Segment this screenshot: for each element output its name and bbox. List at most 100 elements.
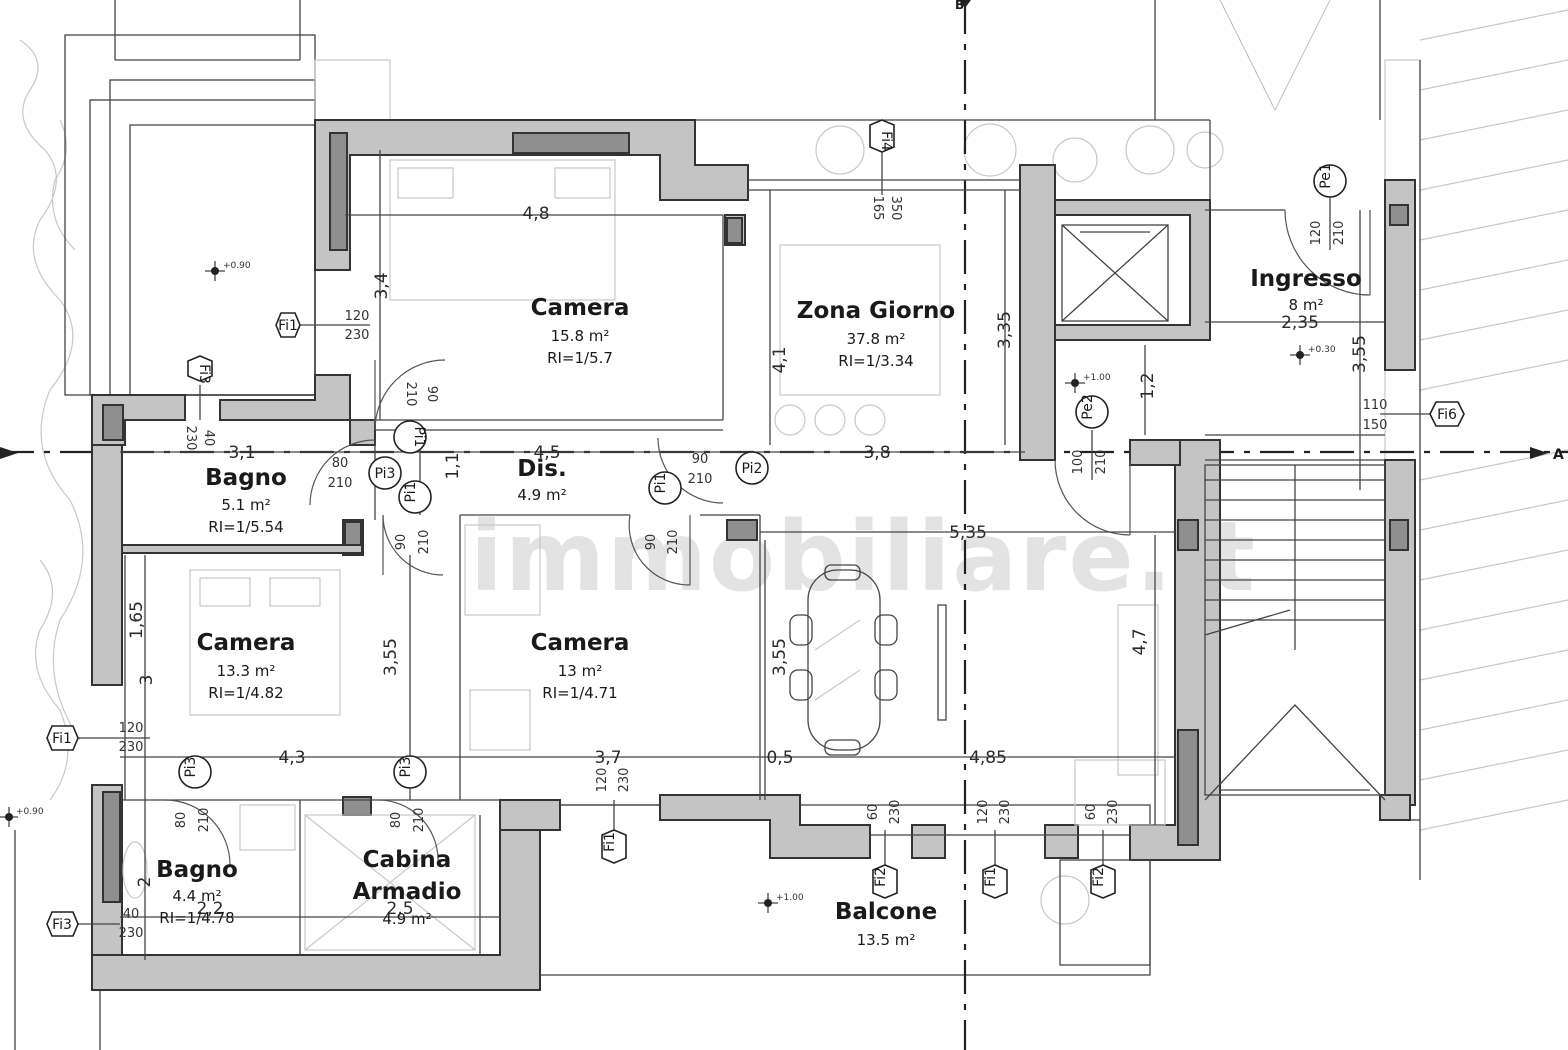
dimension-label: 2,5 (386, 899, 413, 919)
dimension-label: 3,4 (372, 272, 392, 299)
dimension-label: 4,1 (770, 346, 790, 373)
room-area: 13.5 m² (857, 931, 916, 949)
dimension-label: 3,1 (228, 443, 255, 463)
dimension-label: 4,7 (1130, 628, 1150, 655)
opening-height: 230 (888, 800, 903, 825)
section-mark-b: B (955, 0, 964, 12)
dimension-label: 3,35 (995, 311, 1015, 349)
opening-height: 210 (412, 808, 427, 833)
dimension-label: 4,85 (969, 748, 1007, 768)
dimension-label: 4,8 (522, 204, 549, 224)
dimension-label: 1,2 (1138, 372, 1158, 399)
opening-tag: Pi3 (183, 757, 199, 778)
room-name: Cabina (363, 847, 452, 873)
opening-width: 60 (866, 804, 881, 821)
room-name: Camera (531, 630, 630, 656)
opening-tag: Fi3 (196, 364, 212, 384)
opening-width: 90 (644, 534, 659, 551)
room-ri: RI=1/4.71 (542, 684, 617, 702)
opening-tag: Fi1 (52, 731, 72, 747)
dimension-label: 1,1 (443, 452, 463, 479)
opening-height: 230 (183, 426, 198, 451)
level-mark: +0.90 (223, 261, 251, 271)
opening-tag: Pe2 (1080, 394, 1096, 419)
opening-width: 40 (201, 430, 216, 447)
opening-height: 210 (403, 382, 418, 407)
opening-tags: Fi1 120 230 Fi3 40 230 Fi4 350 165 Pe1 1… (46, 119, 1465, 941)
room-labels: Camera 15.8 m² RI=1/5.7 Zona Giorno 37.8… (156, 266, 1362, 949)
dimension-label: 2 (135, 877, 155, 888)
opening-height: 230 (119, 740, 144, 755)
room-name: Camera (197, 630, 296, 656)
room-name: Dis. (517, 456, 566, 482)
room-ri: RI=1/3.34 (838, 352, 913, 370)
room-area: 5.1 m² (221, 496, 270, 514)
room-area: 13 m² (558, 662, 602, 680)
opening-width: 90 (394, 534, 409, 551)
opening-height: 210 (417, 530, 432, 555)
dimension-label: 4,3 (278, 748, 305, 768)
level-mark: +0.30 (1308, 345, 1336, 355)
opening-height: 210 (328, 476, 353, 491)
opening-tag: Fi2 (873, 867, 889, 887)
room-name: Zona Giorno (797, 298, 955, 324)
room-area: 8 m² (1289, 296, 1324, 314)
opening-height: 210 (1332, 221, 1347, 246)
dimension-label: 5,35 (949, 523, 987, 543)
opening-height: 230 (345, 328, 370, 343)
opening-tag: Fi6 (1437, 407, 1457, 423)
opening-width: 90 (692, 452, 709, 467)
room-name-line2: Armadio (353, 879, 462, 905)
opening-height: 210 (1094, 450, 1109, 475)
walls (91, 119, 1416, 991)
opening-height: 150 (1363, 418, 1388, 433)
room-ri: RI=1/4.78 (159, 909, 234, 927)
opening-width: 350 (888, 196, 903, 221)
opening-width: 40 (123, 907, 140, 922)
room-name: Balcone (835, 899, 937, 925)
opening-width: 60 (1084, 804, 1099, 821)
dimension-label: 3,55 (770, 638, 790, 676)
dimension-label: 2,2 (196, 899, 223, 919)
dimension-label: 4,5 (533, 443, 560, 463)
opening-width: 120 (595, 768, 610, 793)
dimension-lines (120, 150, 1385, 960)
opening-width: 120 (1309, 221, 1324, 246)
opening-tag: Pi1 (411, 427, 427, 448)
room-name: Camera (531, 295, 630, 321)
section-mark-a: A (1553, 447, 1564, 463)
dimension-label: 2,35 (1281, 313, 1319, 333)
level-markers: +0.90 +1.00 +0.30 +0.90 +1.00 (0, 261, 1336, 913)
opening-width: 80 (174, 812, 189, 829)
room-name: Bagno (156, 857, 238, 883)
opening-tag: Fi4 (878, 131, 894, 151)
room-area: 4.9 m² (382, 910, 431, 928)
opening-tag: Pi1 (653, 473, 669, 494)
opening-tag: Fi2 (1091, 867, 1107, 887)
room-area: 15.8 m² (551, 327, 610, 345)
opening-height: 210 (666, 530, 681, 555)
room-area: 4.4 m² (172, 887, 221, 905)
room-name: Bagno (205, 465, 287, 491)
room-ri: RI=1/5.54 (208, 518, 283, 536)
opening-width: 80 (389, 812, 404, 829)
dimension-labels: 4,8 3,4 4,1 3,35 2,35 3,55 1,2 3,1 1,1 4… (127, 204, 1370, 919)
room-ri: RI=1/5.7 (547, 349, 613, 367)
opening-tag: Pe1 (1318, 163, 1334, 188)
interior-lines (122, 159, 1386, 966)
dimension-label: 0,5 (766, 748, 793, 768)
opening-height: 210 (197, 808, 212, 833)
opening-tag: Fi3 (52, 917, 72, 933)
dimension-label: 3,8 (863, 443, 890, 463)
opening-width: 120 (976, 800, 991, 825)
room-area: 37.8 m² (847, 330, 906, 348)
level-mark: +1.00 (776, 893, 804, 903)
opening-width: 80 (332, 456, 349, 471)
opening-height: 230 (1106, 800, 1121, 825)
room-name: Ingresso (1250, 266, 1362, 292)
level-mark: +1.00 (1083, 373, 1111, 383)
dimension-label: 3,55 (1350, 335, 1370, 373)
dimension-label: 3,55 (381, 638, 401, 676)
dimension-label: 3 (137, 675, 157, 686)
